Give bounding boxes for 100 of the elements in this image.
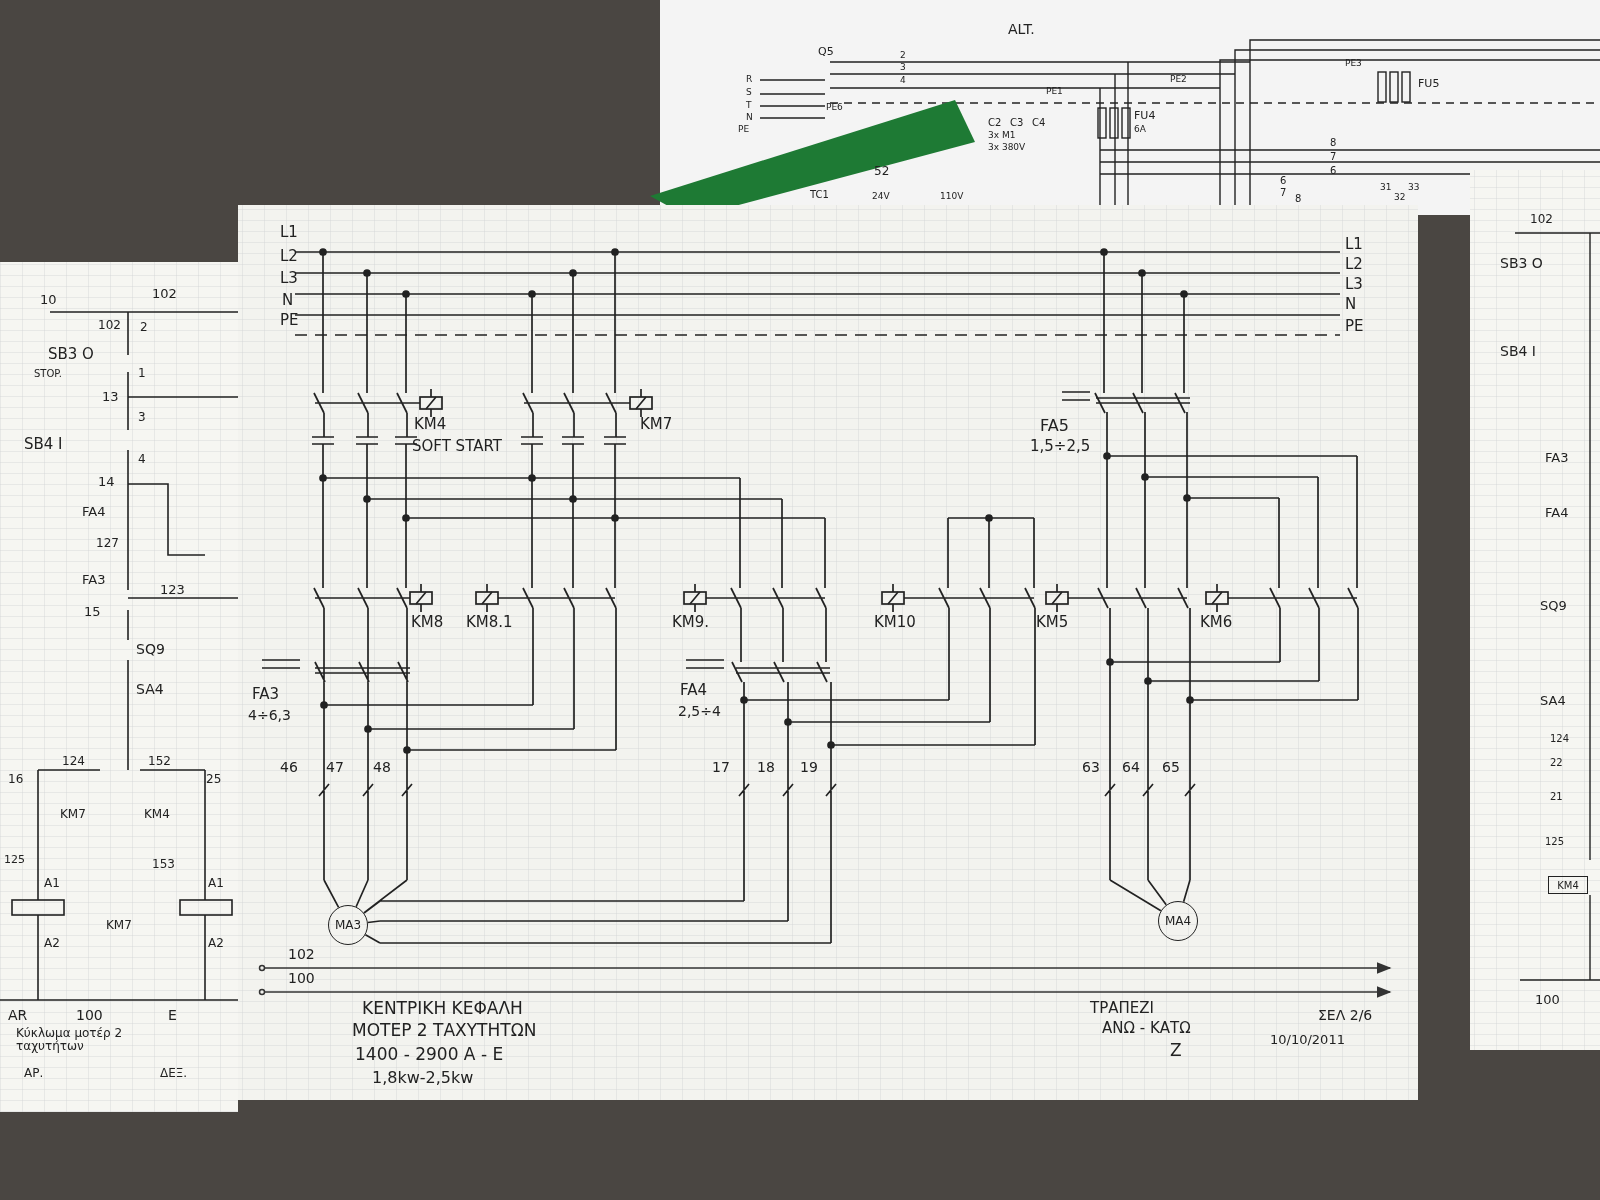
component-label: SQ9 [136, 642, 165, 658]
bus-label: PE [280, 311, 299, 329]
note-text: 24V [872, 192, 890, 202]
component-label: C3 [1010, 116, 1024, 128]
wire-number: 152 [148, 755, 171, 769]
component-label: KM4 [414, 415, 447, 433]
note-text: Κύκλωμα μοτέρ 2 ταχυτήτων [16, 1026, 124, 1054]
wire-number: A2 [208, 937, 224, 951]
wire-number: 100 [288, 971, 315, 987]
note-text: ΑΝΩ - ΚΑΤΩ [1102, 1019, 1191, 1037]
terminal-number: 17 [712, 760, 730, 776]
bus-label: PE [1345, 317, 1364, 335]
wire-number: 123 [160, 582, 185, 598]
component-label: SB3 O [48, 345, 94, 363]
wire-number: 1 [138, 367, 146, 381]
bus-label: S [746, 88, 752, 98]
wire-number: A1 [208, 877, 224, 891]
wire-number: 8 [1330, 136, 1337, 148]
wire-number: 2 [900, 51, 906, 61]
component-label: 52 [874, 165, 890, 179]
wire-number: 125 [1545, 835, 1565, 847]
wire-number: 8 [1295, 192, 1302, 204]
wire-number: 4 [900, 76, 906, 86]
bus-label: R [746, 75, 753, 85]
bus-label: L3 [280, 269, 298, 287]
component-label: SB4 I [24, 435, 63, 453]
terminal-number: 48 [373, 760, 391, 776]
component-label: KM7 [106, 919, 132, 933]
bus-label: N [282, 291, 294, 309]
wire-number: 102 [1530, 213, 1553, 227]
wire-number: 10 [40, 292, 57, 308]
wire-number: 25 [206, 773, 222, 787]
note-text: 3x 380V [988, 143, 1026, 153]
component-label: Q5 [818, 45, 834, 59]
wire-number: 15 [84, 604, 101, 620]
wire-number: 124 [62, 755, 85, 769]
component-label: C2 [988, 116, 1002, 128]
component-label: FA4 [680, 681, 708, 699]
component-label: FU5 [1418, 77, 1440, 91]
component-label: 1,5÷2,5 [1030, 437, 1091, 455]
wire-number: A1 [44, 877, 60, 891]
note-text: 10/10/2011 [1270, 1032, 1345, 1048]
terminal-number: 46 [280, 760, 298, 776]
note-text: SOFT START [412, 437, 502, 455]
wire-number: 6 [1330, 164, 1337, 176]
wire-number: 127 [96, 537, 119, 551]
note-text: 1,8kw-2,5kw [372, 1069, 474, 1087]
note-text: 1400 - 2900 Α - Ε [355, 1044, 504, 1064]
wire-number: 102 [288, 947, 315, 963]
note-text: ΣΕΛ 2/6 [1318, 1008, 1373, 1024]
component-label: SB3 O [1500, 256, 1543, 272]
component-label: C4 [1032, 116, 1046, 128]
component-label: PE3 [1345, 59, 1362, 69]
wire-number: 3 [900, 63, 906, 73]
wire-number: A2 [44, 937, 60, 951]
component-label: PE1 [1046, 87, 1063, 97]
component-label: SB4 I [1500, 344, 1536, 360]
component-label: SQ9 [1540, 598, 1567, 614]
bus-label: L3 [1345, 275, 1363, 293]
bus-label: L2 [280, 247, 298, 265]
wire-number: 124 [1550, 732, 1570, 744]
wire-number: 4 [138, 453, 146, 467]
component-label: FA5 [1040, 417, 1069, 435]
note-text: ΚΕΝΤΡΙΚΗ ΚΕΦΑΛΗ [362, 998, 523, 1018]
component-label: KM10 [874, 613, 916, 631]
component-label: ALT. [1008, 22, 1035, 38]
note-text: STOP. [34, 367, 62, 379]
terminal-number: 64 [1122, 760, 1140, 776]
component-label: KM8.1 [466, 613, 513, 631]
wire-number: 21 [1550, 790, 1563, 802]
bus-label: N [746, 113, 753, 123]
wire-number: 7 [1330, 150, 1337, 162]
bus-label: T [746, 101, 752, 111]
bus-label: L2 [1345, 255, 1363, 273]
wire-number: 100 [76, 1008, 103, 1024]
note-text: Z [1170, 1040, 1182, 1060]
note-text: 6A [1134, 125, 1146, 135]
component-label: KM4 [144, 808, 170, 822]
note-text: ΤΡΑΠΕΖΙ [1090, 999, 1154, 1017]
wire-number: AR [8, 1008, 28, 1024]
wire-number: 102 [152, 286, 177, 302]
wire-number: 125 [4, 853, 25, 867]
component-label: 4÷6,3 [248, 708, 291, 724]
component-label: FU4 [1134, 109, 1156, 123]
wire-number: 7 [1280, 186, 1287, 198]
wire-number: 33 [1408, 183, 1420, 193]
component-label: KM7 [60, 808, 86, 822]
note-text: ΔΕΞ. [160, 1067, 188, 1081]
note-text: ΑΡ. [24, 1067, 44, 1081]
wire-number: 16 [8, 773, 24, 787]
component-label: KM7 [640, 415, 673, 433]
wire-number: 13 [102, 389, 119, 405]
wire-number: 2 [140, 321, 148, 335]
coil-symbol: KM4 [1548, 876, 1588, 894]
component-label: FA3 [82, 572, 106, 588]
note-text: 110V [940, 192, 964, 202]
terminal-number: 47 [326, 760, 344, 776]
terminal-number: 19 [800, 760, 818, 776]
wire-number: 3 [138, 411, 146, 425]
bus-label: PE [738, 125, 750, 135]
